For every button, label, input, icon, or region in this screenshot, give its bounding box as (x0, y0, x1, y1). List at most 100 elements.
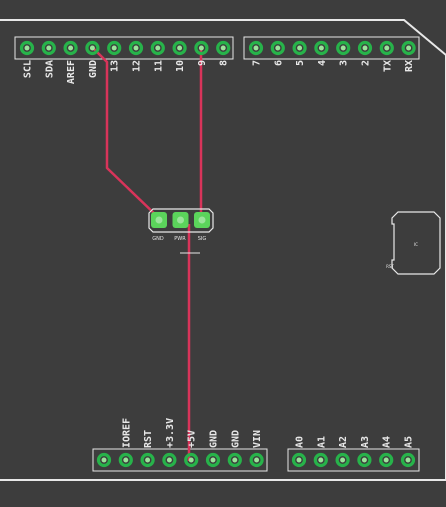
header-bottom-right-pad-0-hole (296, 457, 302, 463)
sensor-pad-hole-1 (177, 216, 184, 224)
header-top-left-label-6: 11 (153, 60, 164, 72)
header-top-left-pad-8-hole (198, 45, 204, 51)
header-bottom-left-label-3: +3.3V (165, 418, 176, 448)
header-bottom-left-pad-2-hole (145, 457, 151, 463)
header-bottom-right-label-5: A5 (404, 436, 415, 448)
header-top-right-label-7: RX (404, 60, 415, 72)
header-top-right-label-5: 2 (361, 60, 372, 66)
header-top-right-pad-2 (292, 40, 307, 56)
header-top-left-label-0: SCL (23, 60, 34, 78)
header-top-right-label-4: 3 (339, 60, 350, 66)
header-top-left-pad-1-hole (46, 45, 52, 51)
header-top-left-label-3: GND (88, 60, 99, 78)
header-top-left-pad-9 (216, 40, 231, 56)
header-top-left-pad-9-hole (220, 45, 226, 51)
header-bottom-right-pad-5 (400, 452, 416, 468)
header-top-left-pad-5-hole (133, 45, 139, 51)
header-top-right-pad-3-hole (318, 45, 324, 51)
header-bottom-right-label-3: A3 (360, 436, 371, 448)
header-bottom-left-pad-5 (205, 452, 221, 468)
header-bottom-left-pad-4 (184, 452, 199, 468)
header-top-right-frame (243, 36, 420, 60)
sensor-pads (151, 212, 210, 228)
header-top-left-label-8: 9 (197, 60, 208, 66)
header-bottom-left-pad-6-hole (232, 457, 238, 463)
header-top-left-label-9: 8 (219, 60, 230, 66)
header-top-left-pad-8 (194, 40, 209, 56)
header-bottom-right-label-2: A2 (338, 436, 349, 448)
header-bottom-left-pad-5-hole (210, 457, 216, 463)
header-bottom-left-pad-0 (96, 452, 112, 468)
header-top-left-pad-3-hole (89, 45, 95, 51)
header-top-right-pad-1-hole (275, 45, 281, 51)
trace-gnd (91, 46, 160, 219)
header-bottom-right-pad-1 (313, 452, 328, 468)
header-top-right-pad-5-hole (362, 45, 368, 51)
header-top-left-pad-4 (107, 40, 122, 56)
header-bottom-left-label-4: +5V (187, 430, 198, 448)
header-top-left-pad-6 (150, 40, 165, 56)
header-bottom-right-label-1: A1 (316, 436, 327, 448)
header-top-right-pad-0-hole (253, 45, 259, 51)
header-bottom-right-pad-3 (357, 452, 372, 468)
header-bottom-left-label-6: GND (230, 430, 241, 448)
header-top-right-pad-6 (379, 40, 394, 56)
sensor-label-pwr: PWR (174, 236, 186, 242)
header-top-left-pad-6-hole (155, 45, 161, 51)
header-bottom-right-pad-0 (291, 452, 307, 468)
component-right-mark-2: RST (386, 264, 394, 269)
sensor-label-sig: SIG (198, 236, 207, 242)
header-top-left-pad-2 (63, 40, 78, 56)
component-right-outline (391, 211, 441, 275)
header-top-left-pad-3 (85, 40, 100, 56)
sensor-label-gnd: GND (152, 236, 164, 242)
header-bottom-left-pad-7-hole (254, 457, 260, 463)
header-top-left-label-1: SDA (44, 60, 55, 78)
header-bottom-right-frame (287, 448, 420, 472)
header-bottom-left-label-7: VIN (252, 430, 263, 448)
header-bottom-left-label-5: GND (209, 430, 220, 448)
header-bottom-right-pad-4 (379, 452, 394, 468)
header-bottom-left-label-2: RST (143, 430, 154, 448)
header-top-right-pad-2-hole (297, 45, 303, 51)
header-top-left-pad-1 (41, 40, 56, 56)
header-bottom-left-label-1: IOREF (121, 418, 132, 448)
header-top-left-pad-0 (19, 40, 35, 56)
header-top-right-pad-6-hole (384, 45, 390, 51)
header-top-left-label-7: 10 (175, 60, 186, 72)
header-top-right-label-6: TX (382, 60, 393, 72)
header-top-right-pad-4 (336, 40, 351, 56)
header-bottom-left-pad-4-hole (188, 457, 194, 463)
component-right-mark-1: IC (414, 242, 418, 247)
header-top-left-label-4: 13 (110, 60, 121, 72)
sensor-pad-hole-0 (155, 216, 163, 224)
header-top-left-pad-5 (128, 40, 144, 56)
header-top-right-label-1: 6 (273, 60, 284, 66)
header-bottom-left-frame (92, 448, 268, 472)
sensor-outline (148, 208, 214, 233)
header-top-right-pad-5 (357, 40, 373, 56)
header-bottom-right-pad-4-hole (383, 457, 389, 463)
header-top-right-pad-0 (248, 40, 264, 56)
board-outline (0, 19, 446, 481)
header-bottom-right-pad-3-hole (361, 457, 367, 463)
header-top-left-pad-0-hole (24, 45, 30, 51)
header-bottom-left-pad-1-hole (123, 457, 129, 463)
header-bottom-left-pad-3-hole (166, 457, 172, 463)
header-top-right-label-0: 7 (252, 60, 263, 66)
header-top-left-label-5: 12 (132, 60, 143, 72)
header-bottom-right-label-4: A4 (382, 436, 393, 448)
header-top-right-pad-7-hole (406, 45, 412, 51)
header-pads (19, 40, 416, 468)
header-top-right-pad-1 (270, 40, 285, 56)
header-top-left-pad-2-hole (68, 45, 74, 51)
header-bottom-left-pad-2 (140, 452, 155, 468)
header-top-left-frame (14, 36, 234, 60)
header-bottom-left-pad-3 (162, 452, 177, 468)
header-top-left-pad-7-hole (177, 45, 183, 51)
header-top-left-label-2: AREF (66, 60, 77, 84)
header-bottom-right-pad-2-hole (340, 457, 346, 463)
header-bottom-left-pad-0-hole (101, 457, 107, 463)
